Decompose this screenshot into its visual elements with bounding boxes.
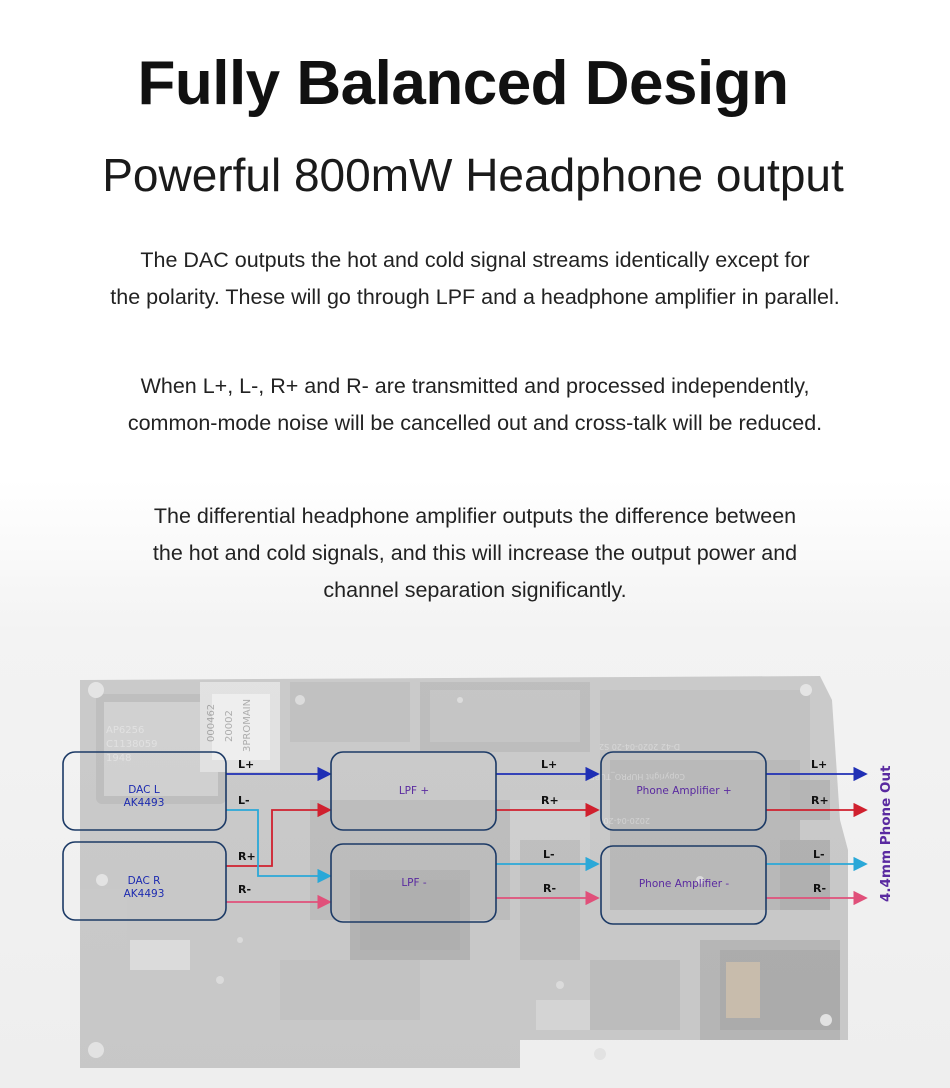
dac-l-label: DAC L <box>128 784 160 796</box>
pcb-board-date: 2020-04-20 <box>604 816 651 825</box>
paragraph-line: channel separation significantly. <box>323 578 627 602</box>
pcb-board-id: 3PROMAIN <box>242 699 253 752</box>
pcb-chip-marking: C1138059 <box>106 739 158 750</box>
paragraph-line: common-mode noise will be cancelled out … <box>127 411 823 435</box>
paragraph-noise: When L+, L-, R+ and R- are transmitted a… <box>40 368 910 442</box>
diagram-blocks <box>62 751 767 925</box>
signal-label-r-minus: R- <box>238 883 251 896</box>
pcb-chip-marking: 1948 <box>106 753 131 764</box>
signal-line-l-minus <box>226 809 332 884</box>
signal-label-r-plus: R+ <box>541 794 559 807</box>
signal-label-r-minus: R- <box>543 882 556 895</box>
background-gradient <box>0 480 950 1088</box>
dac-l-chip-label: AK4493 <box>124 797 165 809</box>
paragraph-polarity: The DAC outputs the hot and cold signal … <box>40 242 910 316</box>
lpf-minus-label: LPF - <box>401 877 427 889</box>
dac-r-label: DAC R <box>128 875 161 887</box>
lpf-plus-block <box>330 751 497 831</box>
dac-r-chip-label: AK4493 <box>124 888 165 900</box>
signal-flow-diagram: AP6256 C1138059 1948 000462 20002 3PROMA… <box>62 676 894 1068</box>
signal-label-l-minus: L- <box>543 848 555 861</box>
paragraph-differential: The differential headphone amplifier out… <box>40 498 910 609</box>
amp-plus-label: Phone Amplifier + <box>636 785 731 797</box>
lpf-minus-block <box>330 843 497 923</box>
signal-label-r-plus: R+ <box>811 794 829 807</box>
paragraph-line: the hot and cold signals, and this will … <box>152 541 798 565</box>
pcb-board <box>80 676 848 1068</box>
pcb-chip-marking: AP6256 <box>106 725 144 736</box>
signal-label-l-plus: L+ <box>238 758 254 771</box>
pcb-board-id: 20002 <box>224 710 235 742</box>
signal-label-l-plus: L+ <box>541 758 557 771</box>
signal-label-r-plus: R+ <box>238 850 256 863</box>
dac-r-block <box>62 841 227 921</box>
paragraph-line: The differential headphone amplifier out… <box>153 504 797 528</box>
signal-lines <box>226 766 868 910</box>
amp-minus-label: Phone Amplifier - <box>639 878 730 890</box>
signal-label-l-minus: L- <box>238 794 250 807</box>
paragraph-line: The DAC outputs the hot and cold signal … <box>140 248 810 272</box>
pcb-board-id: 000462 <box>206 704 217 742</box>
paragraph-line: the polarity. These will go through LPF … <box>110 285 840 309</box>
pcb-markings: AP6256 C1138059 1948 000462 20002 3PROMA… <box>106 699 685 825</box>
paragraph-line: When L+, L-, R+ and R- are transmitted a… <box>140 374 810 398</box>
signal-label-r-minus: R- <box>813 882 826 895</box>
amp-plus-block <box>600 751 767 831</box>
output-label: 4.4mm Phone Out <box>878 765 894 902</box>
lpf-plus-label: LPF + <box>399 785 429 797</box>
page-title: Fully Balanced Design <box>137 49 789 118</box>
signal-label-l-minus: L- <box>813 848 825 861</box>
signal-label-l-plus: L+ <box>811 758 827 771</box>
dac-l-block <box>62 751 227 831</box>
page-subtitle: Powerful 800mW Headphone output <box>102 149 844 201</box>
pcb-board-date: D-42 2020-04-20 S2 <box>599 742 680 751</box>
pcb-board-tag: Copyright HUPRO_TUBE <box>590 772 685 781</box>
signal-line-r-plus <box>226 802 332 867</box>
amp-minus-block <box>600 845 767 925</box>
